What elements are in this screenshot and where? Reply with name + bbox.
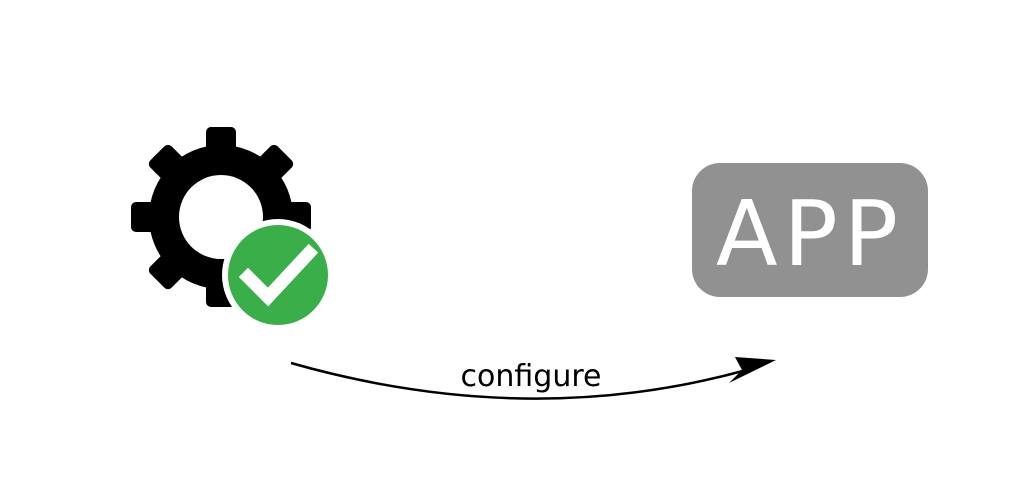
app-box	[692, 163, 928, 297]
edge-label: configure	[461, 359, 602, 394]
app-node: APP	[692, 163, 928, 297]
configure-edge: configure	[290, 357, 776, 400]
settings-node	[131, 127, 334, 331]
app-label: APP	[716, 182, 904, 287]
edge-arrowhead	[729, 357, 776, 383]
checkmark-icon	[238, 243, 319, 307]
edge-arrow-line	[290, 361, 751, 400]
checkmark-badge-icon	[222, 219, 334, 331]
